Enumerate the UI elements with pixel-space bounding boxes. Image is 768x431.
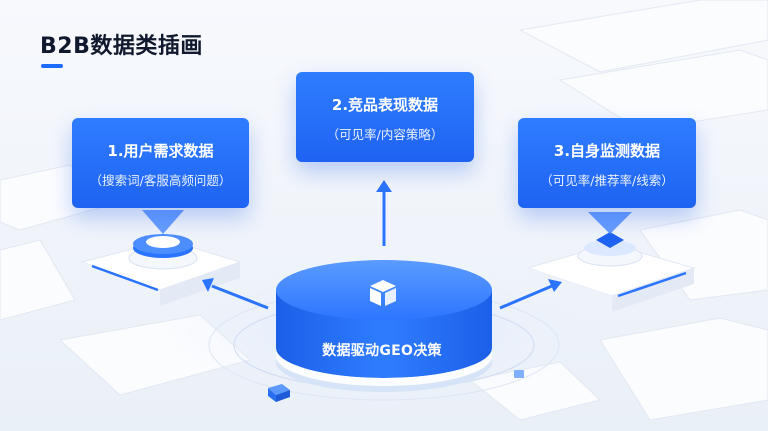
card-competitor-performance: 2.竞品表现数据 （可见率/内容策略）: [296, 72, 474, 162]
card-title: 3.自身监测数据: [553, 142, 661, 160]
small-cube-right: [514, 370, 524, 378]
card-subtitle: （搜索词/客服高频问题）: [89, 173, 232, 188]
title-underline: [41, 64, 63, 68]
hub-label: 数据驱动GEO决策: [322, 343, 442, 359]
page-title: B2B数据类插画: [40, 34, 203, 59]
cube-icon: [370, 280, 396, 306]
card-self-monitoring: 3.自身监测数据 （可见率/推荐率/线索）: [518, 118, 696, 208]
card-subtitle: （可见率/内容策略）: [326, 127, 444, 142]
card-title: 1.用户需求数据: [107, 142, 214, 160]
card-title: 2.竞品表现数据: [331, 96, 439, 114]
card-user-demand: 1.用户需求数据 （搜索词/客服高频问题）: [72, 118, 249, 208]
card-subtitle: （可见率/推荐率/线索）: [540, 173, 674, 188]
